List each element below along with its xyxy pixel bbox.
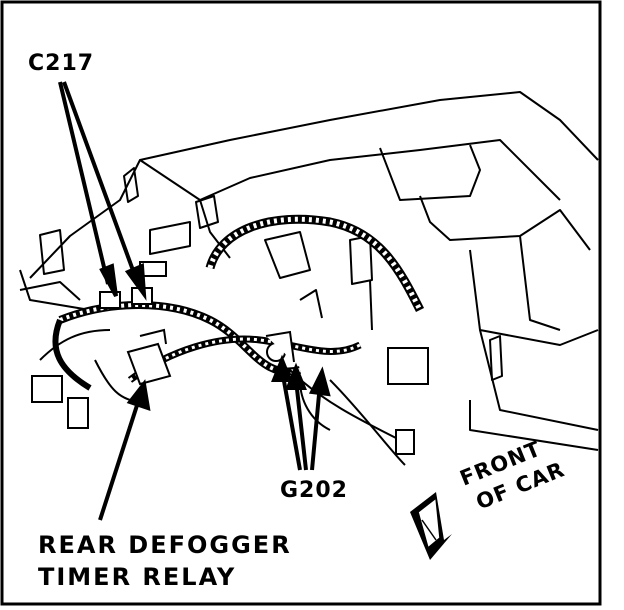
ground-g202-label: G202 [280,478,348,503]
timer-relay-shape [126,328,172,386]
relay-label-line-1: REAR DEFOGGER [38,531,292,559]
connector-c217-shapes [99,261,167,309]
figure-border [0,0,602,606]
relay-label-line-2: TIMER RELAY [38,563,237,591]
left-connectors [31,347,429,455]
ground-g202-shape [265,330,295,363]
wiring-harness [39,214,425,466]
front-of-car-arrow-icon [410,492,452,560]
callout-arrow-icon [58,81,331,521]
connector-c217-label: C217 [28,51,95,76]
